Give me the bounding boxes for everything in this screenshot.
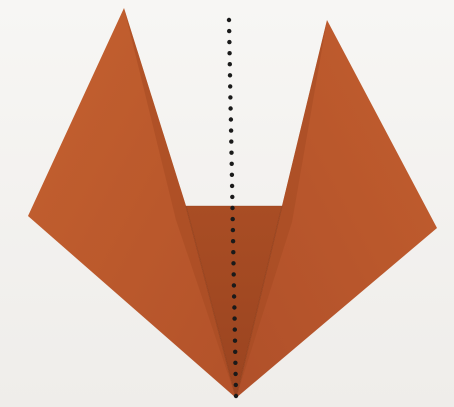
fold-guide-dot (231, 228, 235, 232)
fold-guide-dot (227, 40, 231, 44)
fold-guide-dot (229, 128, 233, 132)
fold-guide-dot (231, 217, 235, 221)
fold-guide-dot (232, 316, 236, 320)
fold-guide-dot (228, 106, 232, 110)
fold-guide-dot (229, 151, 233, 155)
fold-guide-dot (232, 305, 236, 309)
fold-guide-dot (234, 383, 238, 387)
fold-guide-dot (229, 117, 233, 121)
fold-guide-dot (230, 184, 234, 188)
fold-guide-dot (233, 350, 237, 354)
fold-guide-dot (227, 29, 231, 33)
fold-guide-dot (228, 95, 232, 99)
fold-guide-dot (234, 394, 238, 398)
fold-guide-dot (232, 272, 236, 276)
fold-guide-dot (230, 173, 234, 177)
fold-guide-dot (230, 162, 234, 166)
fold-guide-dot (228, 62, 232, 66)
fold-guide-dot (230, 195, 234, 199)
fold-guide-dot (233, 339, 237, 343)
fold-guide-dot (227, 18, 231, 22)
fold-guide-dot (233, 327, 237, 331)
fold-guide-dot (233, 361, 237, 365)
fold-guide-dot (233, 372, 237, 376)
fold-guide-dot (231, 261, 235, 265)
fold-guide-dot (232, 294, 236, 298)
fold-guide-dot (228, 84, 232, 88)
fold-guide-dot (230, 206, 234, 210)
fold-guide-dot (229, 139, 233, 143)
fold-guide-dot (228, 73, 232, 77)
fold-guide-dot (231, 250, 235, 254)
fold-guide-dot (232, 283, 236, 287)
fold-guide-dot (231, 239, 235, 243)
fold-guide-dot (227, 51, 231, 55)
